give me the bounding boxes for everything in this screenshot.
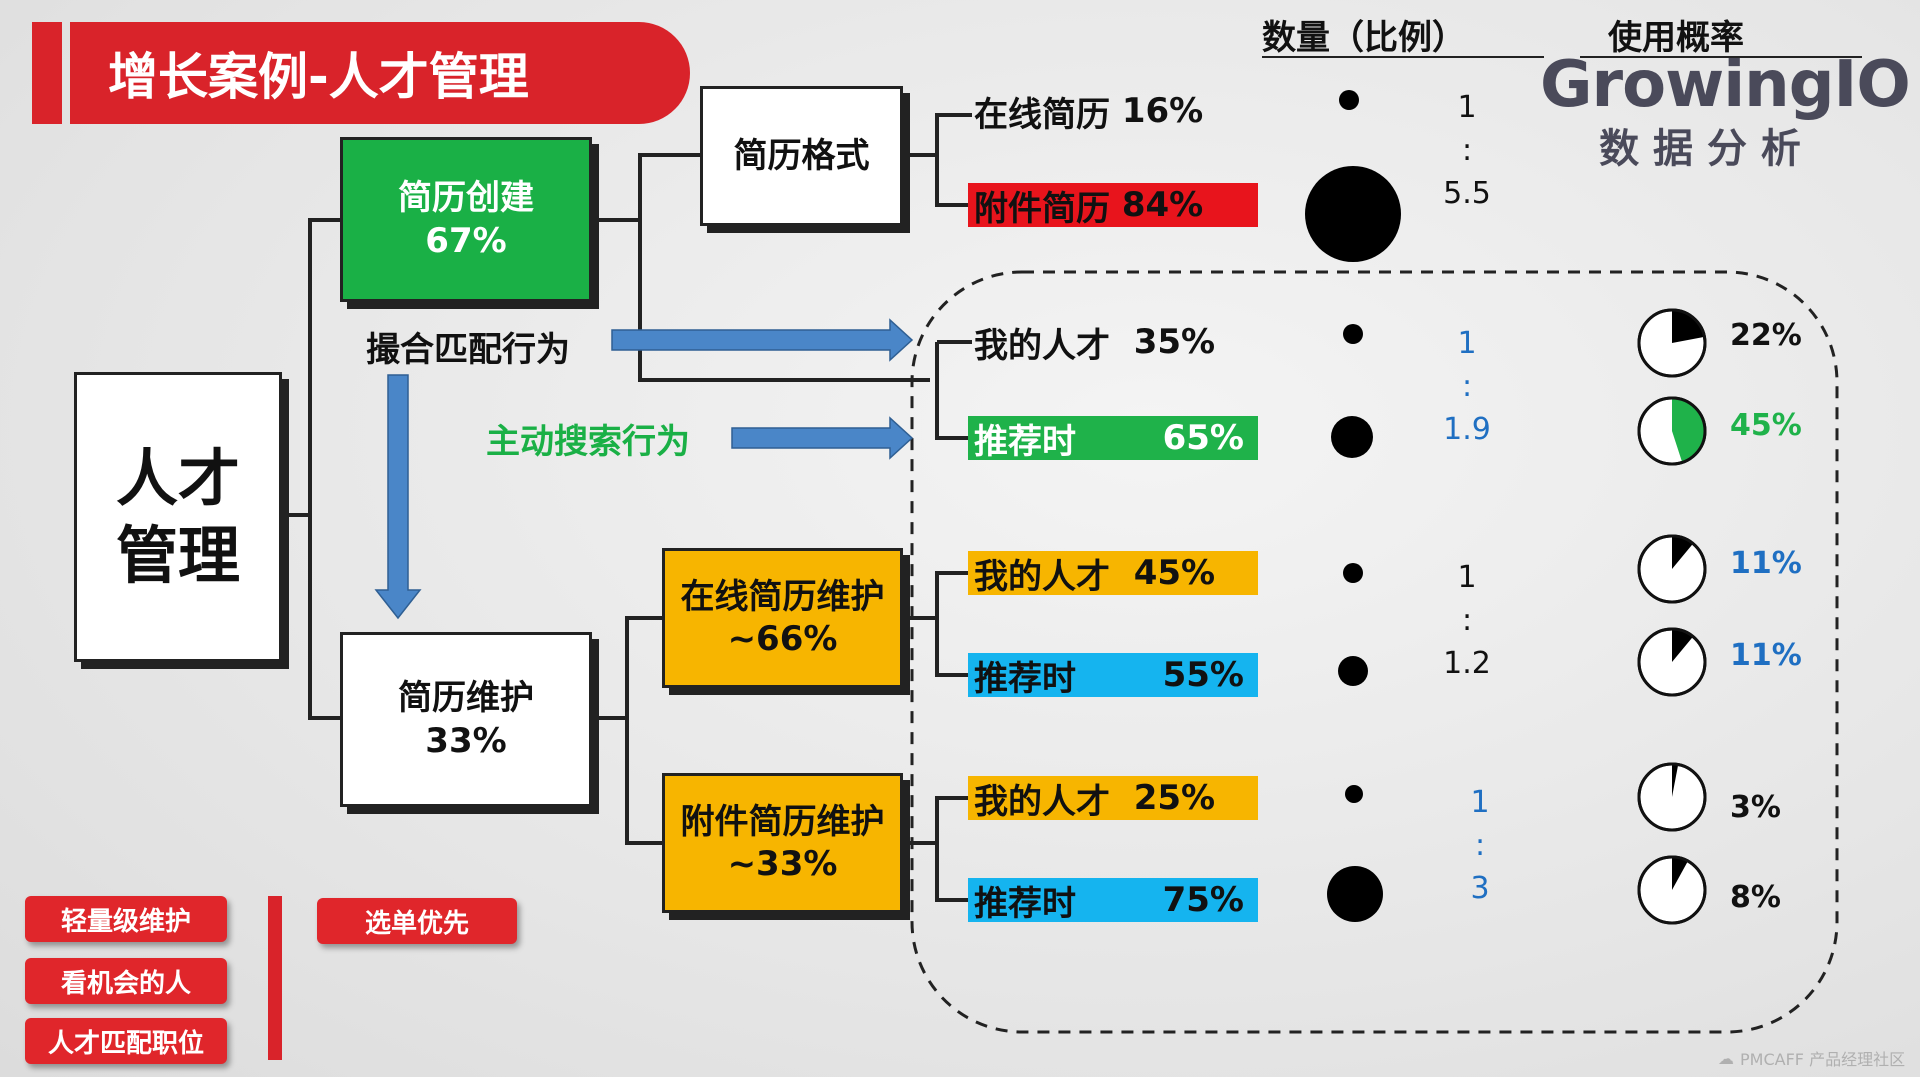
pie-slice [1672,764,1679,797]
brand-name: GrowingIO [1540,48,1911,122]
usage-label-3: 11% [1730,546,1802,581]
count-dot-my-talent-3 [1345,785,1363,803]
count-dot-attachment [1305,166,1401,262]
tag-light-maintenance: 轻量级维护 [25,896,227,942]
tag-divider [268,896,282,1060]
resume-maintain-box: 简历维护 33% [340,632,592,807]
resume-maintain-title: 简历维护 [398,678,534,718]
count-dot-online [1339,90,1359,110]
tag-watching-opportunity: 看机会的人 [25,958,227,1004]
leaf-online-resume: 在线简历 16% [974,91,1204,135]
usage-pie-1 [1637,308,1707,378]
online-maintain-title: 在线简历维护 [680,576,885,617]
leaf-my-talent-3: 我的人才 25% [968,776,1258,822]
pie-outline [1637,396,1707,466]
watermark: ☁ PMCAFF 产品经理社区 [1718,1048,1906,1070]
leaf-attachment-resume: 附件简历 84% [968,183,1258,229]
count-dot-recommend-1 [1331,416,1373,458]
pie-outline [1637,308,1707,378]
ratio-online-create: 1 : 1.9 [1443,326,1491,447]
resume-create-title: 简历创建 [398,178,534,218]
usage-pie-5 [1637,762,1707,832]
arrow-search [731,416,914,460]
resume-create-box: 简历创建 67% [340,137,592,302]
usage-label-5: 3% [1730,790,1781,825]
count-header-rule [1262,56,1544,58]
tag-talent-job-match: 人才匹配职位 [25,1018,227,1064]
pie-slice [1672,310,1705,343]
resume-maintain-value: 33% [425,720,507,761]
usage-header-rule [1580,56,1862,58]
usage-label-6: 8% [1730,880,1781,915]
root-box: 人才 管理 [74,372,282,662]
attach-maintain-title: 附件简历维护 [680,801,885,842]
usage-pie-6 [1637,855,1707,925]
arrow-match [611,318,914,362]
ratio-attach-maint: 1 : 3 [1470,785,1490,906]
resume-format-box: 简历格式 [700,86,903,226]
usage-header: 使用概率 [1608,18,1744,58]
page-title: 增长案例-人才管理 [108,48,529,106]
usage-label-1: 22% [1730,318,1802,353]
count-dot-recommend-2 [1338,656,1368,686]
brand-logo: GrowingIO 数 据 分 析 [1540,48,1911,176]
brand-subtitle: 数 据 分 析 [1599,126,1801,172]
title-banner: 增长案例-人才管理 [70,22,690,124]
count-header: 数量（比例） [1262,18,1466,58]
online-maintain-value: ~66% [727,619,838,659]
pie-outline [1637,627,1707,697]
pie-slice [1672,629,1694,662]
count-dot-my-talent-2 [1343,563,1363,583]
tag-choice-first: 选单优先 [317,898,517,944]
leaf-my-talent-1: 我的人才 35% [974,322,1216,366]
pie-outline [1637,855,1707,925]
ratio-format: 1 : 5.5 [1443,90,1491,211]
count-dot-recommend-3 [1327,866,1383,922]
resume-create-value: 67% [425,220,507,261]
root-line1: 人才 [115,441,240,515]
arrow-down [374,374,422,620]
usage-pie-2 [1637,396,1707,466]
pie-slice [1672,857,1688,890]
online-maintain-box: 在线简历维护 ~66% [662,548,903,688]
title-accent-bar [32,22,62,124]
dashed-region [910,270,1839,1034]
usage-label-2: 45% [1730,408,1802,443]
pie-outline [1637,534,1707,604]
attach-maintain-box: 附件简历维护 ~33% [662,773,903,913]
resume-format-title: 简历格式 [733,135,870,176]
usage-label-4: 11% [1730,638,1802,673]
count-dot-my-talent-1 [1343,324,1363,344]
watermark-logo-icon: ☁ [1718,1048,1734,1068]
ratio-online-maint: 1 : 1.2 [1443,560,1491,681]
leaf-my-talent-2: 我的人才 45% [968,551,1258,597]
pie-outline [1637,762,1707,832]
root-line2: 管理 [115,519,240,592]
pie-slice [1672,398,1705,463]
usage-pie-3 [1637,534,1707,604]
attach-maintain-value: ~33% [727,844,838,884]
search-behavior-label: 主动搜索行为 [486,422,690,462]
usage-pie-4 [1637,627,1707,697]
match-behavior-label: 撮合匹配行为 [366,330,570,370]
pie-slice [1672,536,1694,569]
